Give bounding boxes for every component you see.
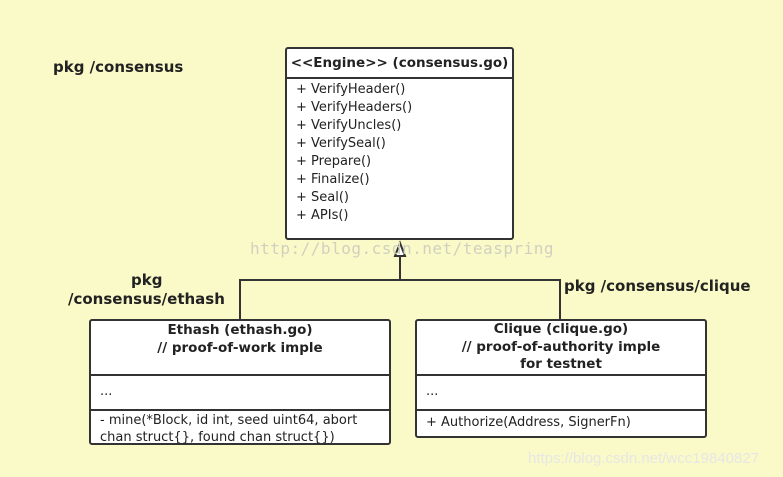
method-prepare: + Prepare() — [296, 154, 372, 169]
method-verify-seal: + VerifySeal() — [296, 136, 386, 151]
clique-fields: ... — [426, 384, 439, 399]
method-verify-headers: + VerifyHeaders() — [296, 100, 413, 115]
ethash-fields: ... — [100, 384, 113, 399]
method-mine-line1: - mine(*Block, id int, seed uint64, abor… — [100, 413, 358, 428]
method-verify-header: + VerifyHeader() — [296, 82, 406, 97]
engine-interface-box: <<Engine>> (consensus.go) + VerifyHeader… — [285, 47, 514, 240]
method-seal: + Seal() — [296, 190, 349, 205]
center-watermark: http://blog.csdn.net/teaspring — [250, 239, 554, 258]
pkg-consensus-label: pkg /consensus — [53, 58, 184, 76]
method-mine-line2: chan struct{}, found chan struct{}) — [100, 430, 335, 445]
ethash-connector — [239, 256, 401, 320]
method-authorize: + Authorize(Address, SignerFn) — [426, 415, 631, 430]
clique-class-box: Clique (clique.go) // proof-of-authority… — [415, 319, 707, 438]
clique-connector — [400, 279, 561, 320]
clique-header: Clique (clique.go) // proof-of-authority… — [417, 321, 705, 376]
ethash-comment: // proof-of-work imple — [157, 340, 323, 356]
ethash-header: Ethash (ethash.go) // proof-of-work impl… — [91, 321, 389, 376]
pkg-ethash-label-line2: /consensus/ethash — [68, 290, 225, 308]
method-finalize: + Finalize() — [296, 172, 370, 187]
engine-header: <<Engine>> (consensus.go) — [287, 49, 512, 79]
engine-methods: + VerifyHeader() + VerifyHeaders() + Ver… — [287, 79, 512, 225]
pkg-clique-label: pkg /consensus/clique — [564, 277, 751, 295]
corner-watermark: https://blog.csdn.net/wcc19840827 — [528, 450, 759, 467]
inheritance-arrowhead — [393, 240, 407, 257]
ethash-class-box: Ethash (ethash.go) // proof-of-work impl… — [89, 319, 391, 445]
ethash-title: Ethash (ethash.go) — [167, 322, 313, 338]
pkg-ethash-label-line1: pkg — [131, 271, 163, 289]
method-apis: + APIs() — [296, 208, 349, 223]
clique-title: Clique (clique.go) — [493, 321, 629, 337]
method-verify-uncles: + VerifyUncles() — [296, 118, 402, 133]
clique-comment-line2: for testnet — [520, 356, 602, 372]
clique-methods: + Authorize(Address, SignerFn) — [417, 409, 705, 432]
clique-comment-line1: // proof-of-authority imple — [461, 338, 661, 355]
ethash-methods: - mine(*Block, id int, seed uint64, abor… — [91, 409, 389, 446]
